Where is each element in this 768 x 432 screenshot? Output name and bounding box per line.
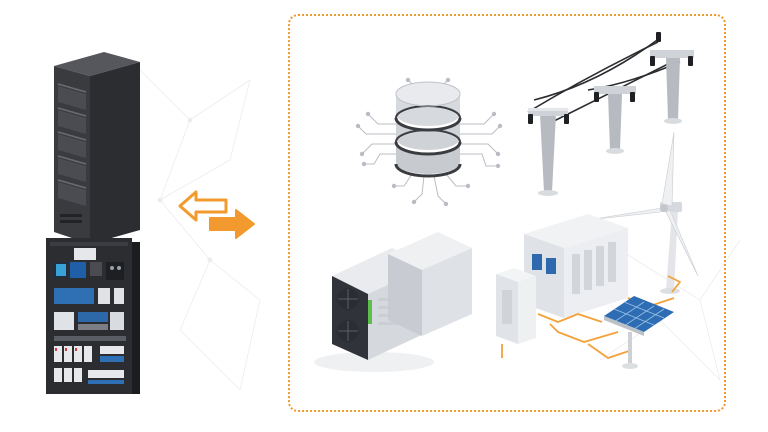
substation-icon (496, 214, 628, 344)
server-rack-icon (54, 52, 140, 244)
solutions-frame (288, 14, 726, 412)
wind-turbine-icon (587, 131, 699, 294)
crypto-miner-icon (314, 232, 472, 372)
solar-panel-icon (604, 296, 674, 369)
energy-illustration (314, 32, 699, 372)
bidirectional-arrows-icon (178, 190, 255, 239)
power-transmission-tower-icon (527, 32, 694, 196)
electrical-control-cabinet-icon (46, 238, 140, 394)
database-icon (355, 77, 503, 207)
left-equipment-column (30, 40, 150, 400)
